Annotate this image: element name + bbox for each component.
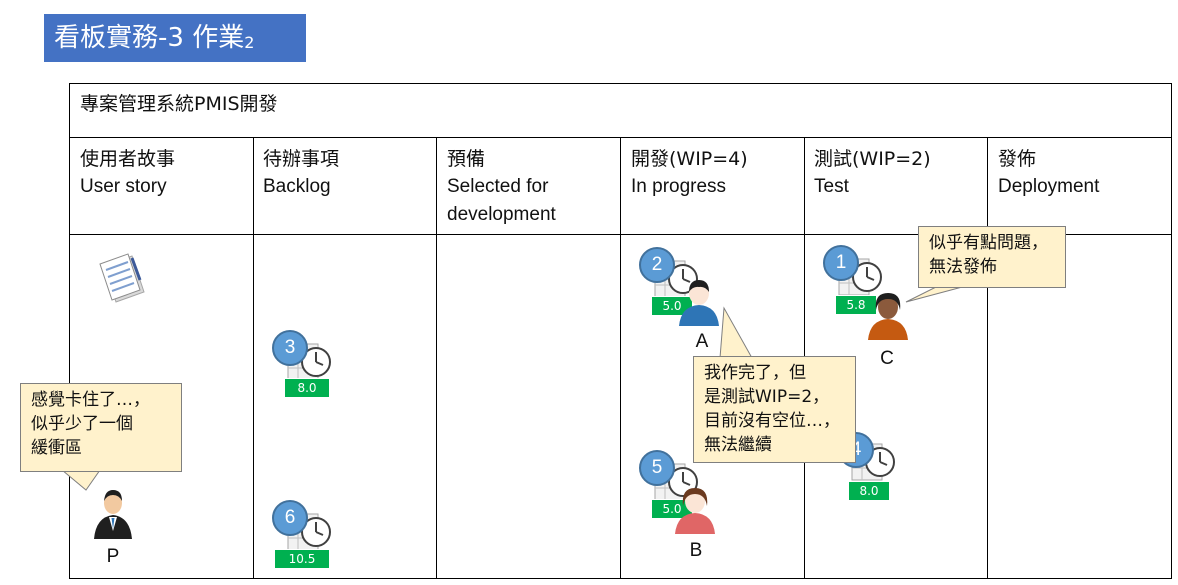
callout-line: 我作完了，但: [704, 363, 806, 383]
column-header-zh: 預備: [447, 148, 486, 170]
card-estimate: 5.0: [651, 499, 693, 519]
person-a-label: A: [695, 331, 709, 352]
column-header-zh: 使用者故事: [80, 148, 176, 170]
task-card[interactable]: 6 10.5: [272, 500, 332, 569]
column-divider: [436, 137, 437, 579]
callout-line: 似乎少了一個: [31, 414, 133, 434]
person-b-label: B: [689, 540, 703, 561]
column-header-zh: 發佈: [998, 148, 1037, 170]
column-header-zh: 待辦事項: [263, 148, 340, 170]
column-header-en: User story: [80, 176, 167, 197]
task-card[interactable]: 1 5.8: [823, 245, 883, 315]
board-border-top: [69, 83, 1172, 84]
card-estimate: 10.5: [274, 549, 330, 569]
callout-line: 感覺卡住了…，: [31, 390, 150, 410]
column-header-zh: 開發(WIP=4): [631, 148, 748, 170]
card-number-badge: 6: [272, 500, 308, 536]
task-card[interactable]: 2 5.0: [639, 247, 699, 316]
column-divider: [987, 137, 988, 579]
column-header-selected: 預備 Selected for development: [447, 145, 556, 229]
page-title-subscript: 2: [244, 33, 255, 52]
column-header-user-story: 使用者故事 User story: [80, 145, 175, 201]
card-estimate: 5.0: [651, 296, 693, 316]
column-header-zh: 測試(WIP=2): [814, 148, 931, 170]
person-c-icon: [868, 293, 908, 340]
column-divider: [253, 137, 254, 579]
card-estimate: 8.0: [284, 378, 330, 398]
column-header-en: Deployment: [998, 176, 1100, 197]
callout-line: 是測試WIP=2，: [704, 387, 830, 407]
notepad-icon: [99, 253, 145, 303]
person-p-icon: [94, 490, 132, 539]
callout-line: 緩衝區: [31, 438, 82, 458]
column-header-en: In progress: [631, 176, 727, 197]
board-border-left: [69, 83, 70, 579]
callout-c: 似乎有點問題， 無法發佈: [918, 226, 1066, 288]
callout-p: 感覺卡住了…， 似乎少了一個 緩衝區: [20, 383, 182, 472]
card-number-badge: 5: [639, 450, 675, 486]
person-b-icon: [675, 488, 715, 534]
column-header-en-line2: development: [447, 204, 556, 225]
person-a-icon: [679, 280, 719, 326]
card-number-badge: 2: [639, 247, 675, 283]
column-header-test: 測試(WIP=2) Test: [814, 145, 931, 201]
column-header-in-progress: 開發(WIP=4) In progress: [631, 145, 748, 201]
project-title: 專案管理系統PMIS開發: [80, 93, 278, 115]
card-estimate: 8.0: [848, 481, 890, 501]
column-header-deployment: 發佈 Deployment: [998, 145, 1099, 201]
task-card[interactable]: 3 8.0: [272, 330, 332, 398]
task-card[interactable]: 5 5.0: [639, 450, 699, 519]
column-header-backlog: 待辦事項 Backlog: [263, 145, 339, 201]
column-divider: [620, 137, 621, 579]
callout-a: 我作完了，但 是測試WIP=2， 目前沒有空位…， 無法繼續: [693, 356, 856, 463]
page-title: 看板實務-3 作業2: [44, 14, 306, 62]
callout-line: 目前沒有空位…，: [704, 411, 840, 431]
person-c-label: C: [880, 348, 894, 369]
board-border-right: [1171, 83, 1172, 579]
card-number-badge: 3: [272, 330, 308, 366]
column-header-en: Backlog: [263, 176, 331, 197]
callout-line: 似乎有點問題，: [929, 233, 1048, 253]
column-header-en: Selected for: [447, 176, 549, 197]
column-header-en: Test: [814, 176, 849, 197]
callout-line: 無法繼續: [704, 435, 772, 455]
person-p-label: P: [106, 546, 120, 567]
card-number-badge: 1: [823, 245, 859, 281]
callout-line: 無法發佈: [929, 257, 997, 277]
page-title-text: 看板實務-3 作業: [54, 23, 245, 53]
